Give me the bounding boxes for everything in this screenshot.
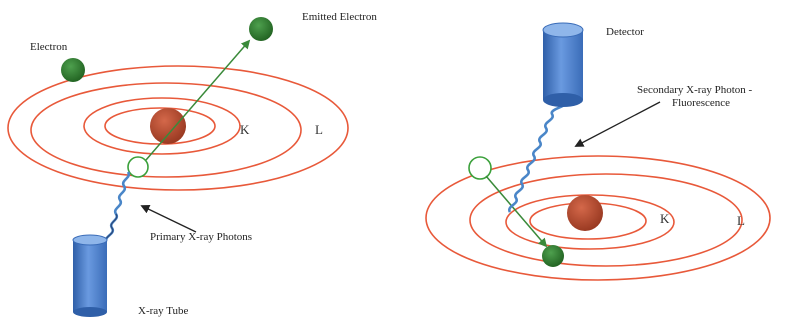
right-vacancy bbox=[468, 156, 492, 180]
primary-photon-wave bbox=[104, 171, 131, 243]
electron-label: Electron bbox=[30, 41, 68, 53]
primary-photons-label: Primary X-ray Photons bbox=[150, 231, 253, 243]
right-orbit-k-outer bbox=[505, 194, 675, 250]
detector-label: Detector bbox=[606, 26, 644, 38]
secondary-photon-label-line1: Secondary X-ray Photon - bbox=[637, 84, 753, 96]
right-shell-l-label: L bbox=[737, 213, 745, 228]
primary-photon-wave-dark bbox=[105, 213, 118, 243]
emitted-electron bbox=[249, 17, 273, 41]
left-vacancy bbox=[127, 156, 149, 178]
left-nucleus bbox=[150, 108, 186, 144]
left-atom bbox=[7, 17, 349, 191]
xray-tube bbox=[72, 234, 108, 317]
secondary-photon-wave bbox=[508, 102, 567, 213]
secondary-photon-pointer bbox=[574, 101, 661, 147]
right-orbit-l-inner bbox=[469, 173, 743, 267]
emitted-electron-label: Emitted Electron bbox=[302, 11, 377, 23]
right-nucleus bbox=[567, 195, 603, 231]
left-shell-k-label: K bbox=[240, 122, 250, 137]
right-shell-k-label: K bbox=[660, 211, 670, 226]
left-orbit-l-inner bbox=[30, 82, 302, 178]
right-orbit-l-outer bbox=[425, 155, 771, 281]
xray-tube-label: X-ray Tube bbox=[138, 305, 189, 317]
electron-transition-track bbox=[485, 175, 548, 248]
left-orbit-l-outer bbox=[7, 65, 349, 191]
emitted-electron-track bbox=[145, 39, 251, 161]
secondary-photon-label-line2: Fluorescence bbox=[672, 97, 731, 109]
left-electron bbox=[61, 58, 85, 82]
primary-photons-pointer bbox=[140, 205, 197, 233]
right-atom bbox=[425, 155, 771, 281]
left-shell-l-label: L bbox=[315, 122, 323, 137]
right-electron bbox=[542, 245, 564, 267]
detector bbox=[542, 22, 584, 107]
left-orbit-k-outer bbox=[83, 97, 241, 155]
